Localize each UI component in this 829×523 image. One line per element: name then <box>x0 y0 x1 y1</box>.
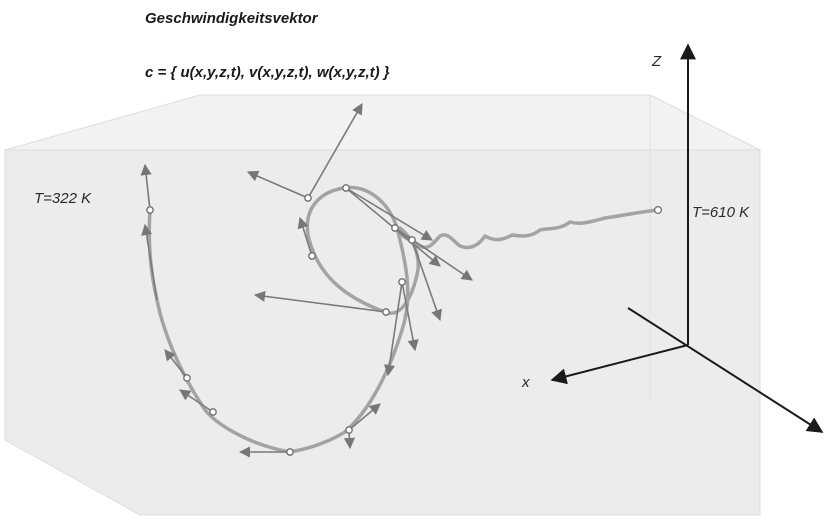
velocity-vector-8 <box>253 290 387 313</box>
point-start <box>146 206 154 214</box>
point <box>345 426 353 434</box>
z-axis-label: Z <box>652 53 662 70</box>
point-end <box>653 205 663 215</box>
velocity-vector-13 <box>246 170 309 199</box>
point <box>391 224 399 232</box>
y-axis <box>627 307 824 433</box>
velocity-vector-14 <box>307 103 363 199</box>
diagram-title: Geschwindigkeitsvektor <box>145 10 318 27</box>
velocity-vector-2 <box>141 223 158 301</box>
point <box>304 194 312 202</box>
point <box>183 374 191 382</box>
x-axis <box>550 344 689 385</box>
coordinate-axes <box>550 43 824 433</box>
point <box>308 252 316 260</box>
velocity-vector-9 <box>383 281 403 377</box>
x-axis-label: x <box>522 374 530 391</box>
temperature-start-label: T=322 K <box>34 190 92 207</box>
velocity-vector-17 <box>394 227 473 281</box>
point <box>382 308 390 316</box>
trajectory-points <box>146 184 663 456</box>
volume-box <box>4 94 761 516</box>
velocity-vector-12 <box>297 216 313 257</box>
point <box>408 236 416 244</box>
point <box>286 448 294 456</box>
point <box>398 278 406 286</box>
velocity-formula: c = { u(x,y,z,t), v(x,y,z,t), w(x,y,z,t)… <box>145 64 390 81</box>
velocity-vector-10 <box>401 281 419 352</box>
velocity-vector-11 <box>411 239 442 322</box>
velocity-vector-3 <box>164 349 188 379</box>
velocity-vector-1 <box>140 163 152 211</box>
point <box>209 408 217 416</box>
velocity-vector-15 <box>345 187 433 241</box>
velocity-vector-7 <box>348 403 381 431</box>
point <box>342 184 350 192</box>
velocity-vector-4 <box>179 389 214 413</box>
temperature-end-label: T=610 K <box>692 204 750 221</box>
box-top-face <box>4 94 761 151</box>
